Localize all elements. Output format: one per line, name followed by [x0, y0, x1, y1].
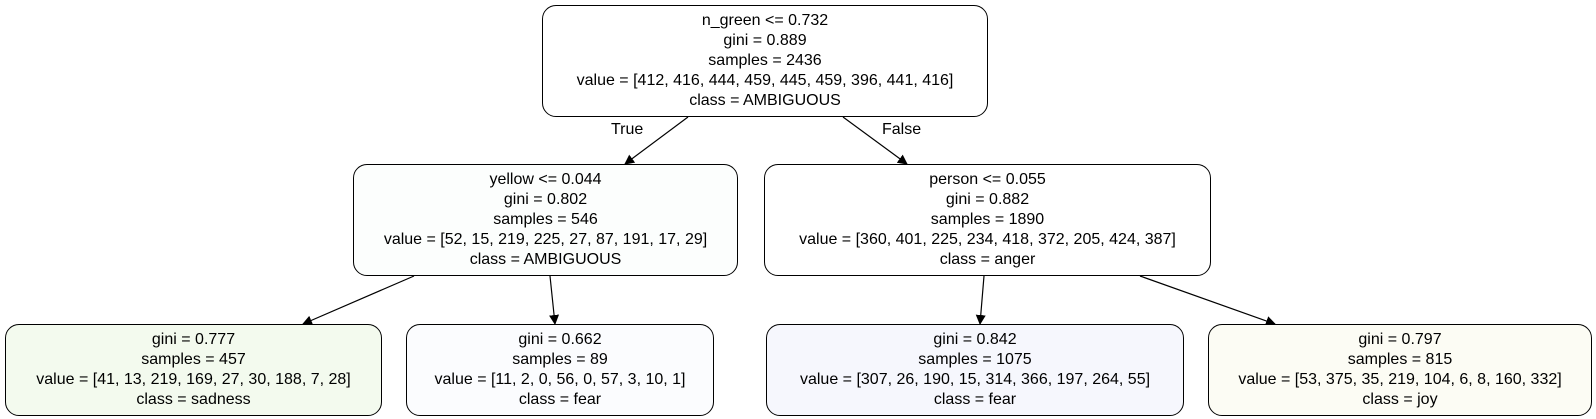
edge-label-false: False — [882, 121, 922, 138]
leaf-value: value = [307, 26, 190, 15, 314, 366, 197… — [799, 371, 1151, 388]
node-split: yellow <= 0.044 — [489, 171, 602, 188]
leaf-samples: samples = 457 — [141, 351, 246, 368]
tree-leaf-fear-2: gini = 0.842 samples = 1075 value = [307… — [766, 324, 1184, 416]
tree-leaf-sadness: gini = 0.777 samples = 457 value = [41, … — [5, 324, 382, 416]
tree-leaf-fear-1: gini = 0.662 samples = 89 value = [11, 2… — [406, 324, 714, 416]
leaf-samples: samples = 815 — [1347, 351, 1453, 368]
edge-right-to-leaf3 — [975, 275, 986, 325]
leaf-value: value = [53, 375, 35, 219, 104, 6, 8, 16… — [1238, 371, 1562, 388]
tree-node-root: n_green <= 0.732 gini = 0.889 samples = … — [542, 5, 988, 117]
edge-root-to-right — [842, 116, 908, 165]
leaf-class: class = sadness — [136, 391, 251, 408]
edge-label-true: True — [611, 121, 644, 138]
edge-left-to-leaf2 — [549, 275, 560, 325]
tree-node-right: person <= 0.055 gini = 0.882 samples = 1… — [764, 164, 1211, 276]
node-split: person <= 0.055 — [929, 171, 1046, 188]
node-value: value = [360, 401, 225, 234, 418, 372, 2… — [799, 231, 1176, 248]
leaf-samples: samples = 1075 — [918, 351, 1032, 368]
node-value: value = [412, 416, 444, 459, 445, 459, 3… — [576, 72, 954, 89]
node-samples: samples = 1890 — [930, 211, 1045, 228]
leaf-class: class = fear — [518, 391, 602, 408]
node-class: class = AMBIGUOUS — [469, 251, 622, 268]
leaf-gini: gini = 0.842 — [933, 331, 1017, 348]
node-samples: samples = 546 — [493, 211, 598, 228]
node-class: class = anger — [939, 251, 1036, 268]
node-split: n_green <= 0.732 — [701, 12, 829, 29]
leaf-gini: gini = 0.797 — [1358, 331, 1442, 348]
node-gini: gini = 0.802 — [503, 191, 588, 208]
leaf-gini: gini = 0.662 — [518, 331, 602, 348]
tree-node-left: yellow <= 0.044 gini = 0.802 samples = 5… — [353, 164, 738, 276]
leaf-class: class = joy — [1362, 391, 1438, 408]
tree-leaf-joy: gini = 0.797 samples = 815 value = [53, … — [1208, 324, 1592, 416]
leaf-value: value = [11, 2, 0, 56, 0, 57, 3, 10, 1] — [434, 371, 686, 388]
leaf-samples: samples = 89 — [512, 351, 608, 368]
edge-right-to-leaf4 — [1139, 275, 1276, 326]
edge-root-to-left — [624, 116, 689, 165]
leaf-value: value = [41, 13, 219, 169, 27, 30, 188, … — [36, 371, 351, 388]
node-value: value = [52, 15, 219, 225, 27, 87, 191, … — [383, 231, 708, 248]
node-gini: gini = 0.882 — [945, 191, 1030, 208]
edge-left-to-leaf1 — [302, 275, 415, 326]
leaf-class: class = fear — [933, 391, 1017, 408]
node-samples: samples = 2436 — [708, 52, 822, 69]
node-class: class = AMBIGUOUS — [689, 92, 841, 109]
node-gini: gini = 0.889 — [723, 32, 807, 49]
leaf-gini: gini = 0.777 — [151, 331, 236, 348]
